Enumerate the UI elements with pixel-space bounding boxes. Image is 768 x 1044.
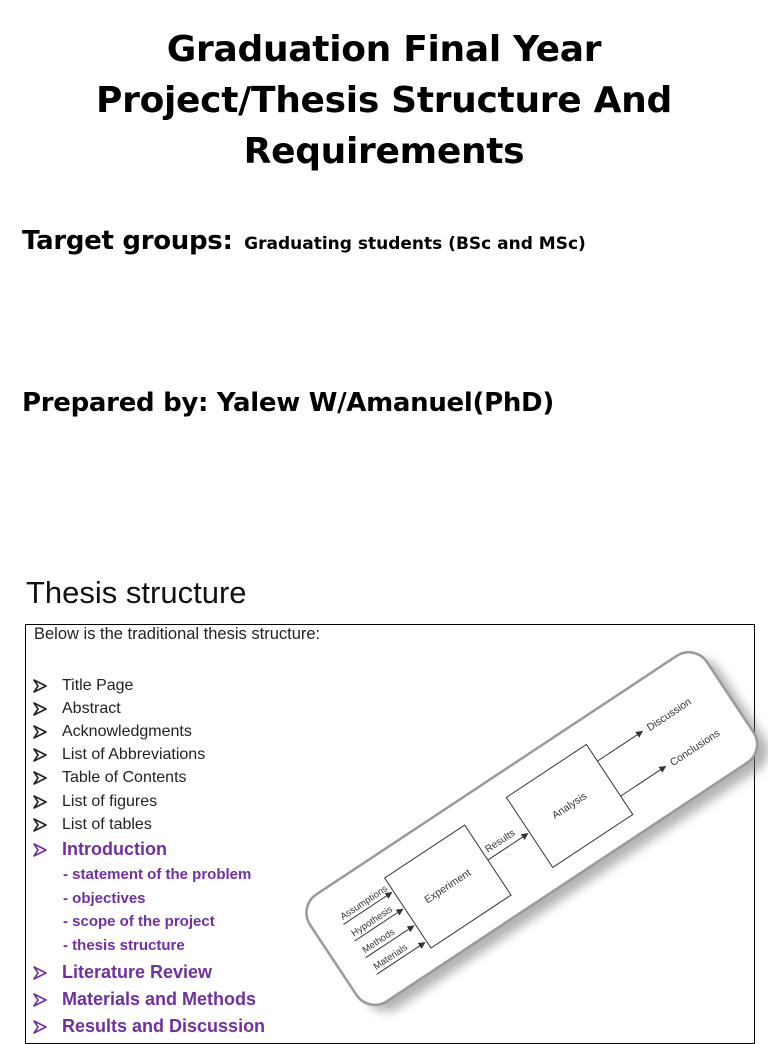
arrow-bullet-icon [33, 748, 47, 762]
list-item-literature-review: Literature Review [33, 959, 265, 986]
intro-text: Below is the traditional thesis structur… [34, 625, 321, 643]
sub-list-item: - thesis structure [63, 936, 185, 954]
list-item-label: Table of Contents [62, 769, 187, 787]
structure-list: Title Page Abstract Acknowledgments List… [33, 674, 265, 1040]
analysis-box [505, 743, 634, 869]
arrow-bullet-icon [33, 771, 47, 786]
list-item: Acknowledgments [33, 720, 265, 743]
title-line-3: Requirements [243, 131, 525, 172]
thesis-structure-heading: Thesis structure [26, 575, 247, 610]
list-item-label: List of Abbreviations [62, 746, 206, 764]
list-item-results-discussion: Results and Discussion [33, 1013, 265, 1040]
arrow-bullet-icon [33, 966, 47, 980]
target-groups-colon: : [222, 226, 233, 256]
arrow-bullet-icon [33, 1020, 47, 1034]
list-item: Title Page [33, 674, 265, 697]
arrow-bullet-icon [33, 993, 47, 1007]
arrow-bullet-icon [33, 843, 47, 857]
list-item-label: List of tables [62, 815, 152, 833]
prepared-by: Prepared by: Yalew W/Amanuel(PhD) [22, 388, 554, 418]
list-item-label: Materials and Methods [62, 989, 257, 1010]
sub-list-container: - statement of the problem - objectives … [33, 863, 265, 959]
list-item-label: Abstract [62, 699, 121, 717]
arrow-bullet-icon [33, 701, 47, 716]
title-line-1: Graduation Final Year [166, 29, 602, 70]
list-item: List of Abbreviations [33, 744, 265, 767]
list-item-label: Literature Review [62, 962, 213, 983]
title-line-2: Project/Thesis Structure And [96, 80, 672, 121]
list-item-materials-methods: Materials and Methods [33, 986, 265, 1013]
arrow-bullet-icon [33, 794, 47, 809]
list-item: Abstract [33, 697, 265, 720]
sub-list-item: - statement of the problem [63, 866, 252, 884]
arrow-bullet-icon [33, 678, 47, 693]
title-slide: Graduation Final Year Project/Thesis Str… [20, 24, 748, 418]
list-item: List of figures [33, 790, 265, 813]
sub-list: - statement of the problem - objectives … [33, 863, 265, 959]
target-groups-value: Graduating students (BSc and MSc) [244, 234, 586, 254]
list-item: Table of Contents [33, 767, 265, 790]
list-item-label: Title Page [62, 676, 134, 694]
experiment-box [383, 824, 512, 949]
arrow-bullet-icon [33, 725, 47, 739]
list-item-label: Acknowledgments [62, 722, 192, 740]
list-item-label: List of figures [62, 792, 158, 810]
list-item-label: Introduction [62, 839, 167, 860]
list-item-label: Results and Discussion [62, 1016, 266, 1037]
slide-title: Graduation Final Year Project/Thesis Str… [20, 24, 748, 177]
list-item-introduction: Introduction [33, 836, 265, 863]
target-groups-label: Target groups [22, 226, 223, 256]
sub-list-item: - scope of the project [63, 913, 215, 931]
target-groups: Target groups: Graduating students (BSc … [22, 226, 586, 256]
research-process-diagram: Assumptions Hypothesis Methods Materials… [300, 590, 768, 1024]
sub-list-item: - objectives [63, 889, 146, 907]
list-item: List of tables [33, 813, 265, 836]
arrow-bullet-icon [33, 817, 47, 832]
